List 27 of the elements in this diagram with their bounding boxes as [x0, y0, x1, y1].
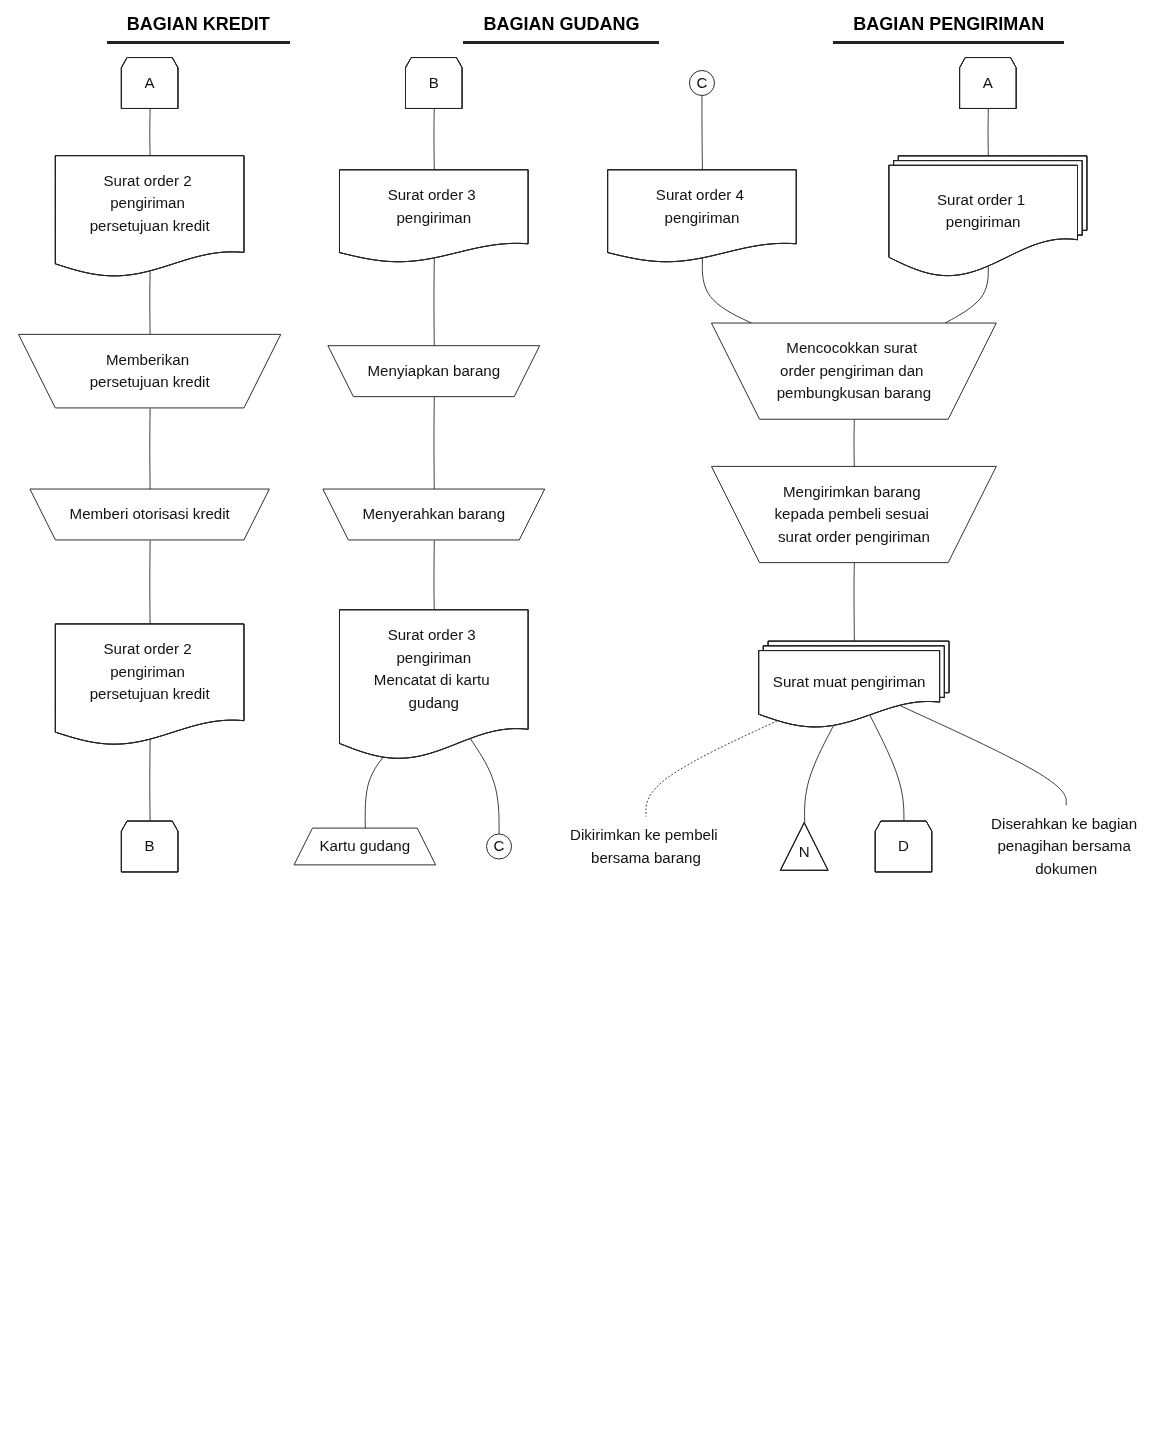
connector	[364, 756, 383, 830]
node-circle: C	[485, 833, 512, 860]
connector	[645, 720, 778, 818]
connector	[148, 407, 151, 490]
node-circle: C	[688, 70, 715, 96]
connector	[148, 108, 151, 157]
connector	[869, 715, 904, 822]
connector	[148, 739, 151, 822]
connector	[701, 95, 703, 171]
connector	[899, 705, 1067, 806]
connector	[701, 257, 753, 324]
node-text: Dikirimkan ke pembeli bersama barang	[569, 826, 718, 866]
lane-heading: BAGIAN GUDANG	[463, 14, 660, 44]
connector	[148, 270, 151, 336]
connector	[987, 108, 989, 157]
connector	[803, 725, 834, 824]
lane-heading: BAGIAN PENGIRIMAN	[833, 14, 1065, 44]
connector	[433, 257, 435, 347]
connector	[433, 108, 435, 171]
connector	[469, 738, 499, 835]
connector	[433, 396, 435, 490]
lane-heading: BAGIAN KREDIT	[106, 14, 290, 44]
connector	[433, 540, 435, 611]
connector	[853, 419, 855, 468]
node-text: Diserahkan ke bagian penagihan bersama dokumen	[990, 815, 1137, 877]
connector	[853, 562, 855, 643]
connector	[148, 540, 151, 625]
